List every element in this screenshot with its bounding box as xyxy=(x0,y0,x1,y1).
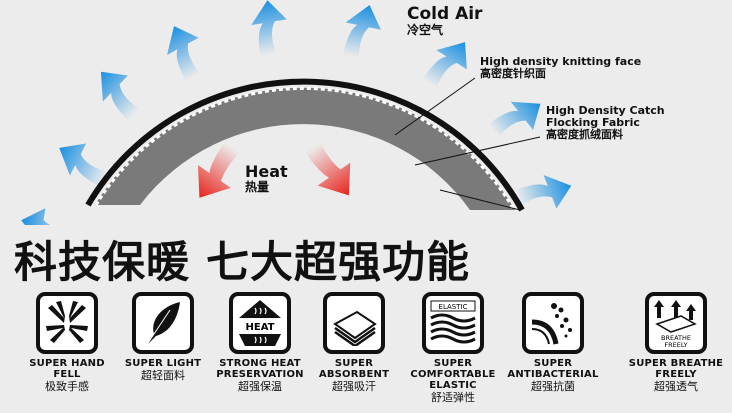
feature-en: SUPER COMFORTABLE ELASTIC xyxy=(410,358,496,391)
cold-air-arrow xyxy=(251,0,287,57)
knitting-face-cn: 高密度针织面 xyxy=(480,67,546,81)
feature-en: SUPER LIGHT xyxy=(124,358,202,369)
cold-air-cn: 冷空气 xyxy=(407,22,444,37)
flocking-label: High Density Catch Flocking Fabric 高密度抓绒… xyxy=(546,104,665,142)
svg-text:ELASTIC: ELASTIC xyxy=(439,303,468,311)
feature-en: SUPER ANTIBACTERIAL xyxy=(507,358,599,380)
heat-arrow xyxy=(305,142,351,196)
cold-air-arrow xyxy=(422,42,467,88)
feature-cn: 超强吸汗 xyxy=(332,380,376,393)
feature-cn: 超强透气 xyxy=(654,380,698,393)
svg-text:FREELY: FREELY xyxy=(664,341,687,348)
absorbent-layers-icon xyxy=(323,292,385,354)
cold-air-label: Cold Air 冷空气 xyxy=(407,5,482,37)
feature-en: SUPER BREATHE FREELY xyxy=(628,358,724,380)
fabric-knit-layer xyxy=(94,86,516,211)
flocking-cn: 高密度抓绒面料 xyxy=(546,128,623,142)
heat-cn: 热量 xyxy=(245,179,270,194)
svg-text:BREATHE: BREATHE xyxy=(661,334,691,342)
flocking-en1: High Density Catch xyxy=(546,104,665,117)
knitting-face-label: High density knitting face 高密度针织面 xyxy=(480,55,642,81)
cold-air-arrow xyxy=(21,208,75,225)
pointer-line-flocking xyxy=(414,136,541,166)
cold-air-arrow xyxy=(488,101,541,138)
fabric-outer-layer xyxy=(85,78,525,212)
knitting-face-en: High density knitting face xyxy=(480,55,642,68)
cold-air-arrow xyxy=(100,71,140,121)
feature-cn: 超强保温 xyxy=(238,380,282,393)
hand-icon xyxy=(36,292,98,354)
feature-en: STRONG HEAT PRESERVATION xyxy=(216,358,304,380)
feature-cn: 超强抗菌 xyxy=(531,380,575,393)
heat-label: Heat 热量 xyxy=(245,163,288,194)
antibacterial-icon xyxy=(522,292,584,354)
headline: 科技保暖 七大超强功能 xyxy=(14,238,470,288)
elastic-waves-icon: ELASTIC xyxy=(422,292,484,354)
feather-icon xyxy=(132,292,194,354)
pointer-line-base xyxy=(439,189,521,211)
feature-en: SUPER ABSORBENT xyxy=(318,358,390,380)
svg-text:HEAT: HEAT xyxy=(246,322,275,333)
feature-item: ELASTIC SUPER COMFORTABLE ELASTIC 舒适弹性 xyxy=(403,292,503,404)
cold-air-en: Cold Air xyxy=(407,4,483,24)
cold-air-arrow xyxy=(59,143,108,187)
pointer-line-knitting xyxy=(394,77,476,136)
feature-cn: 超轻面料 xyxy=(141,369,185,382)
feature-cn: 舒适弹性 xyxy=(431,391,475,404)
feature-en: SUPER HAND FELL xyxy=(29,358,105,380)
feature-item: SUPER ABSORBENT 超强吸汗 xyxy=(304,292,404,393)
cold-air-arrow xyxy=(343,4,381,58)
fabric-diagram xyxy=(21,0,572,225)
cold-air-arrow xyxy=(167,26,200,82)
feature-item: SUPER LIGHT 超轻面料 xyxy=(113,292,213,382)
fabric-dome xyxy=(95,87,515,210)
feature-item: SUPER HAND FELL 极致手感 xyxy=(17,292,117,393)
heat-icon: HEAT xyxy=(229,292,291,354)
heat-arrow xyxy=(197,142,240,198)
feature-item: HEAT STRONG HEAT PRESERVATION 超强保温 xyxy=(210,292,310,393)
feature-cn: 极致手感 xyxy=(45,380,89,393)
feature-item: SUPER ANTIBACTERIAL 超强抗菌 xyxy=(503,292,603,393)
flocking-en2: Flocking Fabric xyxy=(546,116,640,130)
cold-air-arrow xyxy=(515,174,572,209)
heat-en: Heat xyxy=(245,162,288,181)
